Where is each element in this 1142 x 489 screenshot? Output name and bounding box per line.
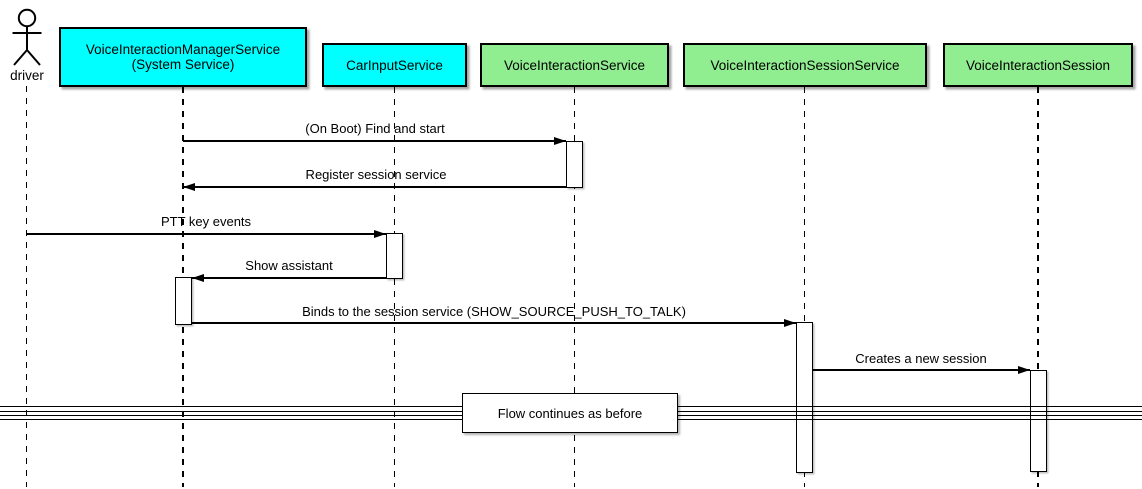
message-arrow: [192, 277, 386, 279]
participant-name: VoiceInteractionManagerService: [85, 42, 281, 57]
participant-car-input-service: CarInputService: [322, 43, 467, 87]
arrowhead-right-icon: [1017, 365, 1030, 374]
lifeline-voice-interaction-session: [1037, 87, 1039, 487]
participant-voice-interaction-session: VoiceInteractionSession: [943, 43, 1133, 87]
message-label: Creates a new session: [855, 351, 987, 366]
actor-label: driver: [10, 68, 44, 83]
arrowhead-right-icon: [554, 136, 566, 145]
participant-voice-interaction-session-service: VoiceInteractionSessionService: [683, 43, 927, 87]
participant-voice-interaction-manager-service: VoiceInteractionManagerService (System S…: [59, 27, 307, 87]
lifeline-voice-interaction-session-service: [803, 87, 806, 487]
participant-name: VoiceInteractionService: [503, 57, 646, 73]
activation-voice-interaction-service: [566, 141, 583, 188]
activation-voice-interaction-manager-service: [174, 277, 192, 325]
actor-icon: [12, 8, 42, 66]
participant-name: VoiceInteractionSessionService: [710, 57, 900, 73]
message-label: (On Boot) Find and start: [305, 121, 445, 136]
activation-car-input-service: [385, 233, 403, 279]
lifeline-voice-interaction-service: [573, 87, 576, 487]
message-arrow: [191, 322, 797, 324]
arrowhead-right-icon: [784, 318, 796, 327]
arrowhead-left-icon: [191, 273, 204, 282]
divider-label: Flow continues as before: [497, 405, 643, 421]
message-label: Register session service: [305, 167, 447, 182]
message-arrow: [184, 186, 566, 188]
participant-voice-interaction-service: VoiceInteractionService: [480, 43, 669, 87]
message-arrow: [813, 369, 1030, 371]
activation-voice-interaction-session-service: [796, 322, 813, 473]
lifeline-driver: [25, 86, 27, 487]
participant-name: CarInputService: [346, 57, 443, 73]
lifeline-car-input-service: [393, 87, 396, 487]
arrowhead-right-icon: [373, 229, 386, 238]
message-label: Show assistant: [245, 258, 333, 273]
message-arrow: [183, 140, 566, 142]
message-arrow: [26, 233, 386, 235]
arrowhead-left-icon: [183, 182, 195, 191]
message-label: PTT key events: [160, 214, 252, 229]
activation-voice-interaction-session: [1029, 370, 1047, 472]
divider-label-box: Flow continues as before: [462, 393, 678, 433]
participant-name: VoiceInteractionSession: [965, 57, 1111, 73]
message-label: Binds to the session service (SHOW_SOURC…: [302, 304, 686, 319]
participant-subtitle: (System Service): [131, 57, 235, 72]
